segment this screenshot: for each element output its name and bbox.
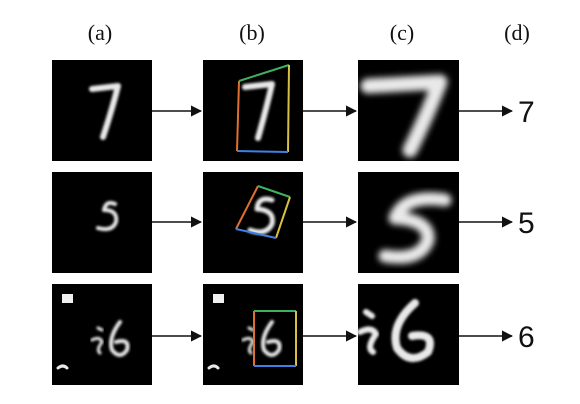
box-edge-left — [235, 185, 259, 230]
transformed-panel — [358, 60, 459, 161]
box-edge-right — [287, 64, 290, 153]
localization-panel — [203, 172, 303, 273]
predicted-digit: 6 — [518, 321, 535, 354]
input-panel — [52, 172, 152, 273]
transformed-panel — [357, 284, 459, 385]
box-edge-bottom — [235, 228, 277, 239]
box-edge-top — [257, 185, 291, 198]
column-label-d: (d) — [504, 20, 530, 45]
box-edge-left — [236, 80, 240, 152]
column-label-c: (c) — [390, 20, 414, 45]
box-edge-top — [238, 64, 290, 82]
predicted-digit: 5 — [518, 207, 535, 240]
box-edge-bottom — [236, 150, 289, 153]
row-digit-7: 7 — [52, 60, 535, 161]
row-digit-5: 5 — [52, 172, 535, 273]
transformed-panel — [358, 172, 459, 273]
column-label-b: (b) — [239, 20, 265, 45]
row-digit-6: 6 — [52, 284, 535, 385]
column-label-a: (a) — [88, 20, 112, 45]
predicted-digit: 7 — [518, 96, 535, 129]
localization-panel — [203, 60, 303, 161]
input-panel — [52, 60, 152, 161]
localization-panel — [203, 284, 303, 385]
input-panel — [52, 284, 152, 385]
box-edge-right — [275, 196, 291, 239]
